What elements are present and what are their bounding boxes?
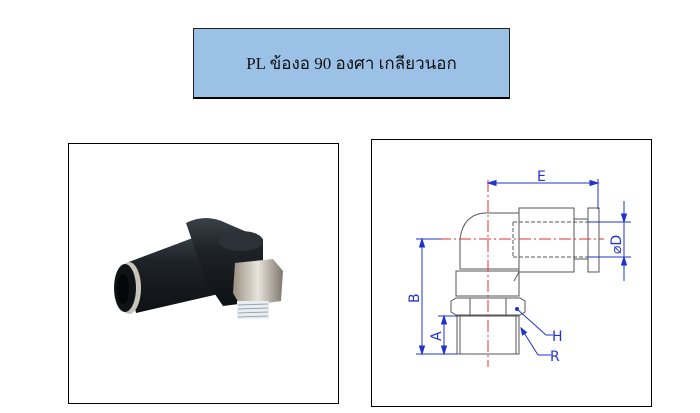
- dim-label-b: B: [407, 293, 423, 303]
- product-photo-frame: [68, 143, 339, 404]
- dimension-drawing: E B A ⌀D H R: [407, 169, 631, 367]
- dim-label-d: ⌀D: [609, 235, 625, 254]
- title-banner: PL ข้องอ 90 องศา เกลียวนอก: [193, 28, 510, 99]
- dim-label-e: E: [537, 169, 546, 185]
- dim-label-a: A: [429, 331, 445, 341]
- dim-label-h: H: [552, 329, 563, 345]
- product-photo: [114, 218, 283, 319]
- dim-label-r: R: [550, 349, 560, 365]
- dimension-drawing-frame: E B A ⌀D H R: [371, 139, 652, 407]
- product-title: PL ข้องอ 90 องศา เกลียวนอก: [246, 53, 457, 73]
